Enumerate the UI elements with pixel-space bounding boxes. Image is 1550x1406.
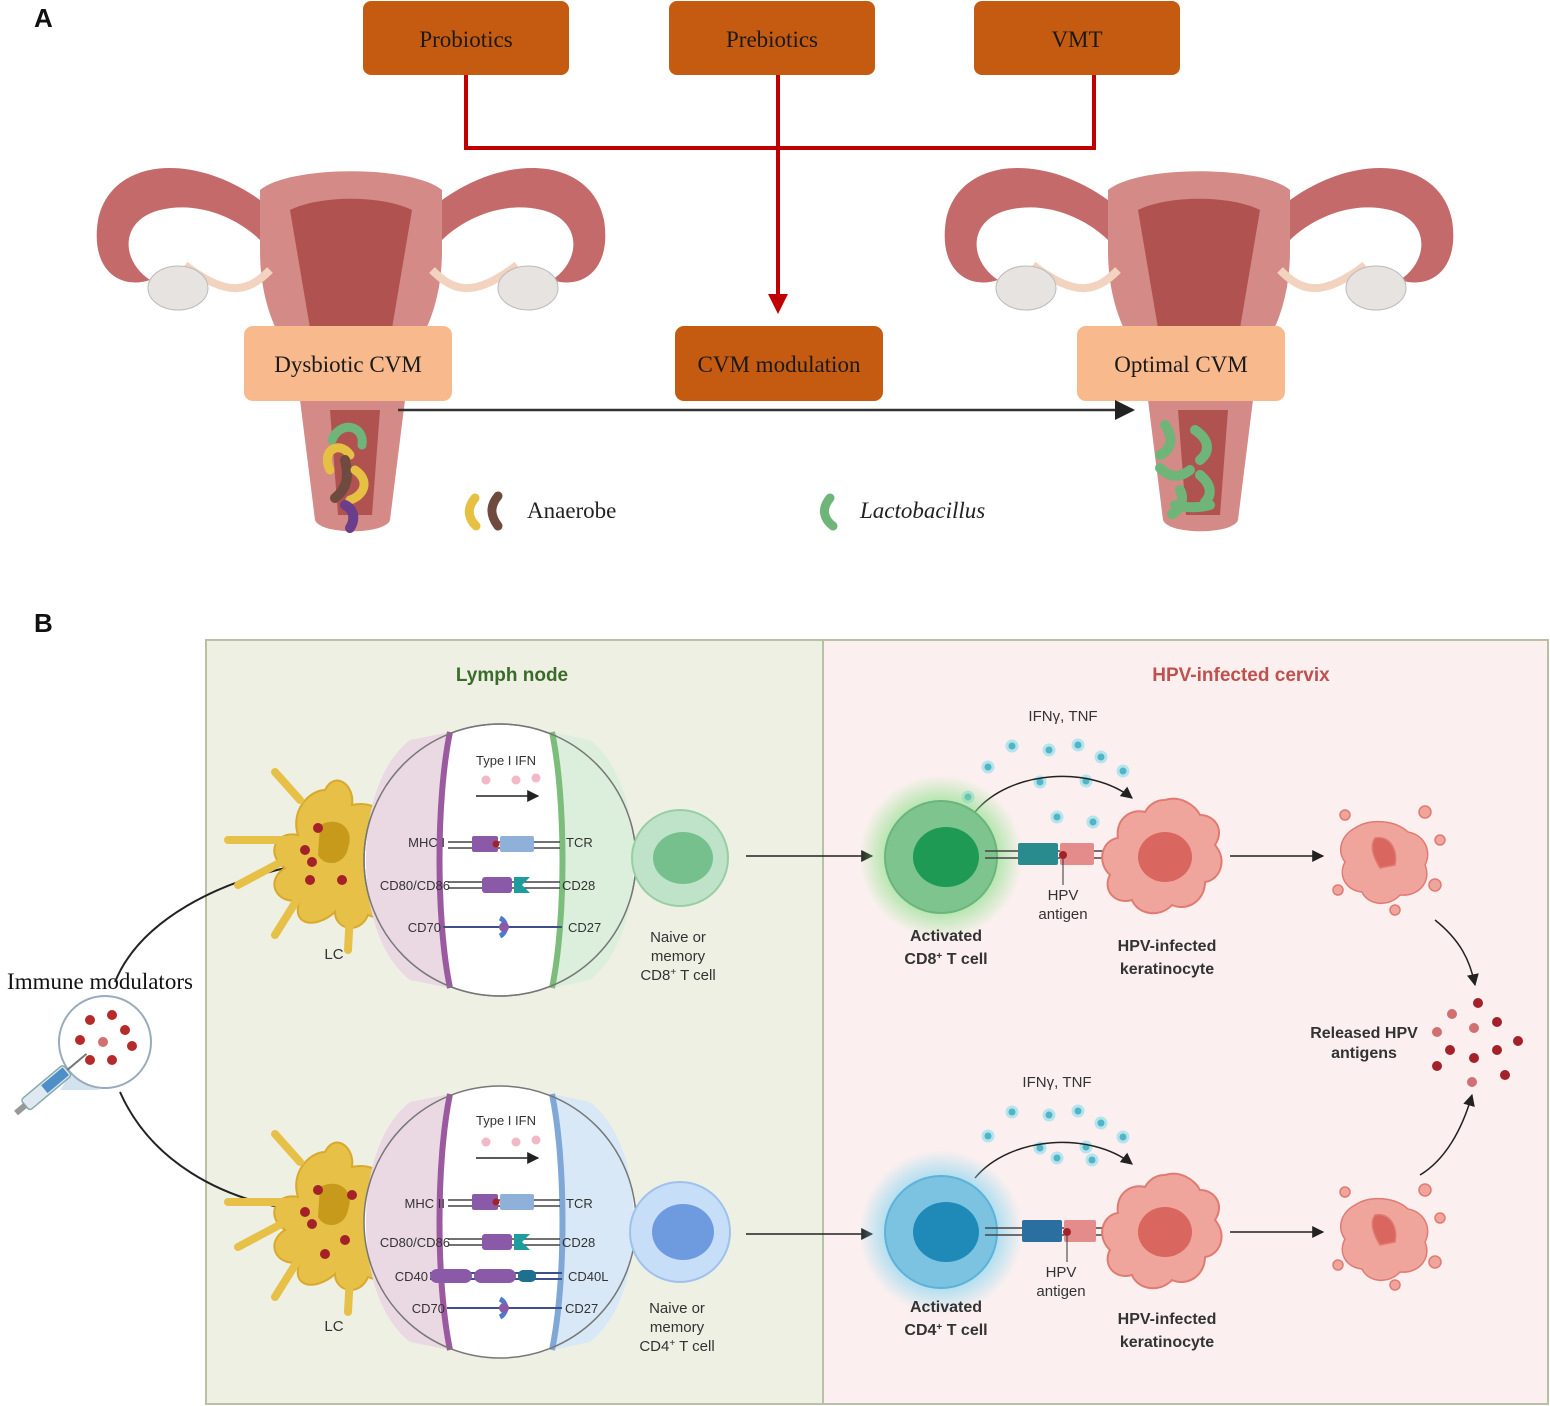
- vmt-box: VMT: [974, 1, 1180, 75]
- naive-cd4-t-cell: [629, 1181, 731, 1283]
- optimal-cvm-label: Optimal CVM: [1114, 352, 1248, 377]
- type1-ifn-bottom-label: Type I IFN: [476, 1113, 536, 1128]
- hpv-antigen-top-label-2: antigen: [1038, 906, 1087, 923]
- mhc2-tcr-pair: [448, 1194, 560, 1210]
- released-antigens-label-1: Released HPV: [1310, 1025, 1418, 1042]
- type1-ifn-top-dots: [481, 773, 541, 785]
- cd27-top-label: CD27: [568, 920, 601, 935]
- keratinocyte-top-label-2: keratinocyte: [1120, 961, 1214, 978]
- cytokine-dots-top: [961, 738, 1130, 829]
- naive-cd4-label-1: Naive or: [649, 1300, 705, 1317]
- activated-cd4-t-cell: [859, 1150, 1023, 1314]
- anaerobe-yellow-icon: [464, 493, 481, 531]
- cd80-cd28-bottom-pair: [448, 1234, 560, 1250]
- cd70-bottom-label: CD70: [412, 1301, 445, 1316]
- hpv-infected-keratinocyte-top: [1101, 797, 1223, 915]
- activated-cd4-label-1: Activated: [910, 1299, 982, 1316]
- cytokines-top-label: IFNγ, TNF: [1028, 708, 1097, 725]
- dysbiotic-cvm-label: Dysbiotic CVM: [274, 352, 422, 377]
- probiotics-label: Probiotics: [419, 27, 512, 52]
- keratinocyte-bottom-label-2: keratinocyte: [1120, 1334, 1214, 1351]
- hpv-antigen-bottom-label-2: antigen: [1036, 1283, 1085, 1300]
- hpv-antigen-top-label-1: HPV: [1048, 887, 1079, 904]
- syringe-icon: [14, 1053, 88, 1116]
- anaerobe-brown-icon: [487, 491, 503, 531]
- keratinocyte-top-label-1: HPV-infected: [1118, 938, 1217, 955]
- naive-cd8-label-1: Naive or: [650, 929, 706, 946]
- tcr-bottom-label: TCR: [566, 1196, 593, 1211]
- lysed-keratinocyte-bottom: [1332, 1183, 1446, 1291]
- vmt-label: VMT: [1051, 27, 1102, 52]
- naive-cd8-label-3: CD8+ T cell: [640, 967, 715, 985]
- mhc1-label: MHC I: [408, 835, 445, 850]
- cd80-cd86-top-label: CD80/CD86: [380, 878, 450, 893]
- cd70-cd27-top-pair: [443, 915, 562, 939]
- cd28-top-label: CD28: [562, 878, 595, 893]
- dysbiotic-cvm-box: Dysbiotic CVM: [244, 326, 452, 401]
- legend-anaerobe: Anaerobe: [464, 491, 616, 531]
- legend-lactobacillus: Lactobacillus: [819, 493, 985, 531]
- type1-ifn-bottom-dots: [481, 1135, 541, 1147]
- cd40-cd40l-pair: [430, 1269, 562, 1283]
- lysis-to-released-bottom-arrow: [1419, 1093, 1475, 1176]
- released-antigens-label-2: antigens: [1331, 1045, 1397, 1062]
- legend-lactobacillus-label: Lactobacillus: [859, 498, 985, 523]
- lymph-node-title: Lymph node: [456, 665, 568, 686]
- naive-cd8-t-cell: [631, 809, 729, 907]
- mhc1-tcr-pair: [448, 836, 560, 852]
- lactobacillus-icon: [819, 493, 838, 531]
- naive-cd8-label-2: memory: [651, 948, 706, 965]
- activated-cd8-label-2: CD8+ T cell: [904, 951, 987, 969]
- tcr-mhc-cervix-bottom: [985, 1220, 1120, 1262]
- cd27-bottom-label: CD27: [565, 1301, 598, 1316]
- cd28-bottom-label: CD28: [562, 1235, 595, 1250]
- cd80-cd28-top-pair: [448, 877, 560, 893]
- probiotics-box: Probiotics: [363, 1, 569, 75]
- panel-a-letter: A: [34, 3, 53, 33]
- naive-cd4-label-2: memory: [650, 1319, 705, 1336]
- tcr-mhc-cervix-top: [985, 843, 1120, 885]
- cytokine-dots-bottom: [981, 1104, 1130, 1167]
- type1-ifn-top-label: Type I IFN: [476, 753, 536, 768]
- cd70-cd27-bottom-pair: [447, 1296, 562, 1320]
- cervix-title: HPV-infected cervix: [1152, 665, 1330, 686]
- optimal-cvm-box: Optimal CVM: [1077, 326, 1285, 401]
- activated-cd8-t-cell: [859, 775, 1023, 939]
- immune-modulators-label: Immune modulators: [7, 969, 193, 994]
- prebiotics-box: Prebiotics: [669, 1, 875, 75]
- cd80-cd86-bottom-label: CD80/CD86: [380, 1235, 450, 1250]
- lysis-to-released-top-arrow: [1434, 919, 1479, 987]
- naive-cd4-label-3: CD4+ T cell: [639, 1338, 714, 1356]
- keratinocyte-bottom-label-1: HPV-infected: [1118, 1311, 1217, 1328]
- mhc2-label: MHC II: [405, 1196, 445, 1211]
- tcr-top-label: TCR: [566, 835, 593, 850]
- legend-anaerobe-label: Anaerobe: [527, 498, 616, 523]
- released-hpv-antigen-dots: [1432, 998, 1523, 1087]
- lysed-keratinocyte-top: [1332, 805, 1446, 916]
- lc-bottom-label: LC: [324, 1318, 343, 1335]
- prebiotics-label: Prebiotics: [726, 27, 818, 52]
- activated-cd4-label-2: CD4+ T cell: [904, 1322, 987, 1340]
- cytokine-bottom-arrow: [974, 1141, 1133, 1179]
- hpv-infected-keratinocyte-bottom: [1101, 1172, 1223, 1290]
- anaerobe-bacteria-cluster: [323, 422, 369, 533]
- cd70-top-label: CD70: [408, 920, 441, 935]
- immune-modulator-particles: [58, 995, 152, 1090]
- cytokines-bottom-label: IFNγ, TNF: [1022, 1074, 1091, 1091]
- cd40-label: CD40: [395, 1269, 428, 1284]
- hpv-antigen-bottom-label-1: HPV: [1046, 1264, 1077, 1281]
- cvm-modulation-box: CVM modulation: [675, 326, 883, 401]
- lc-top-label: LC: [324, 946, 343, 963]
- cvm-modulation-label: CVM modulation: [698, 352, 861, 377]
- cd40l-label: CD40L: [568, 1269, 608, 1284]
- lactobacillus-bacteria-cluster: [1155, 420, 1215, 519]
- synapse-circle-top: [363, 723, 637, 997]
- panel-b-letter: B: [34, 608, 53, 638]
- intervention-connector: [464, 75, 1096, 314]
- activated-cd8-label-1: Activated: [910, 928, 982, 945]
